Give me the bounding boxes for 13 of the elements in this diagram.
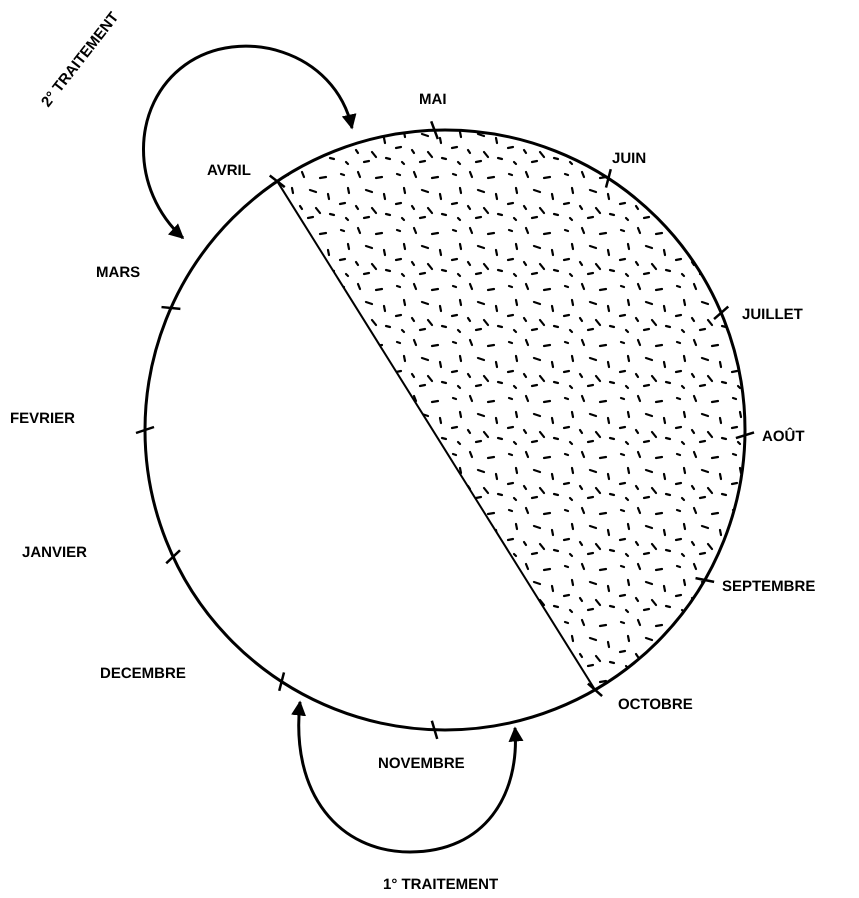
- month-label: AVRIL: [207, 162, 251, 180]
- month-label: JUIN: [612, 150, 646, 168]
- month-label: OCTOBRE: [618, 696, 693, 714]
- month-label: SEPTEMBRE: [722, 578, 816, 596]
- treatment-label: 1° TRAITEMENT: [383, 876, 498, 894]
- month-label: FEVRIER: [10, 410, 76, 428]
- month-label: DECEMBRE: [100, 665, 186, 683]
- month-label: AOÛT: [762, 428, 804, 446]
- month-label: JUILLET: [742, 306, 803, 324]
- month-label: NOVEMBRE: [378, 755, 465, 773]
- month-label: MARS: [96, 264, 140, 282]
- month-label: MAI: [419, 91, 446, 109]
- month-label: JANVIER: [22, 544, 88, 562]
